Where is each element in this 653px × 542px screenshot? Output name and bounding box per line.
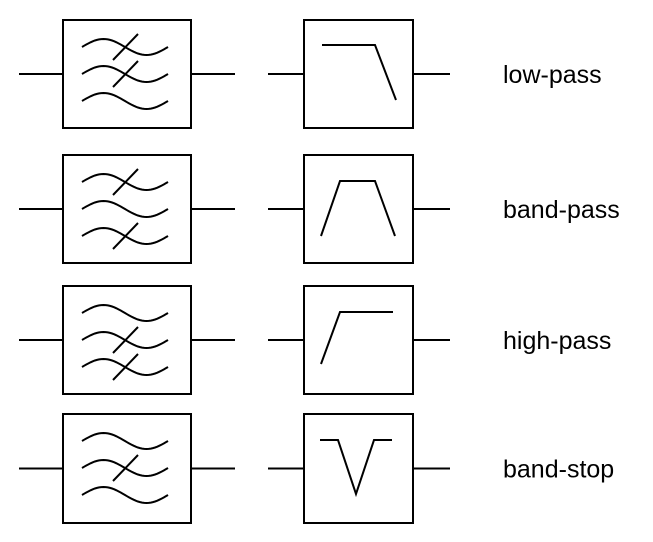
sine-wave-icon	[81, 485, 169, 505]
filter-row-band-stop: band-stop	[19, 413, 614, 524]
response-filter-box	[303, 413, 414, 524]
response-filter-box	[303, 154, 414, 264]
filter-label-band-pass: band-pass	[503, 196, 620, 224]
sine-wave-icon	[81, 431, 169, 451]
filter-row-low-pass: low-pass	[19, 19, 602, 129]
high-pass-response-icon	[320, 311, 393, 365]
strike-through-icon	[112, 353, 139, 381]
filter-label-band-stop: band-stop	[503, 456, 614, 484]
filter-label-high-pass: high-pass	[503, 327, 611, 355]
band-pass-response-icon	[320, 180, 396, 237]
waveform-filter-box	[62, 285, 192, 395]
strike-through-icon	[112, 60, 139, 88]
strike-through-icon	[112, 168, 139, 196]
low-pass-response-icon	[322, 44, 397, 101]
sine-wave-icon	[81, 91, 169, 111]
waveform-filter-box	[62, 154, 192, 264]
strike-through-icon	[112, 454, 139, 482]
filter-label-low-pass: low-pass	[503, 61, 602, 89]
waveform-filter-box	[62, 19, 192, 129]
sine-wave-icon	[81, 303, 169, 323]
strike-through-icon	[112, 33, 139, 61]
response-filter-box	[303, 285, 414, 395]
band-stop-response-icon	[320, 439, 392, 498]
strike-through-icon	[112, 222, 139, 250]
strike-through-icon	[112, 326, 139, 354]
filter-row-band-pass: band-pass	[19, 154, 620, 264]
filter-row-high-pass: high-pass	[19, 285, 611, 395]
sine-wave-icon	[81, 199, 169, 219]
response-filter-box	[303, 19, 414, 129]
